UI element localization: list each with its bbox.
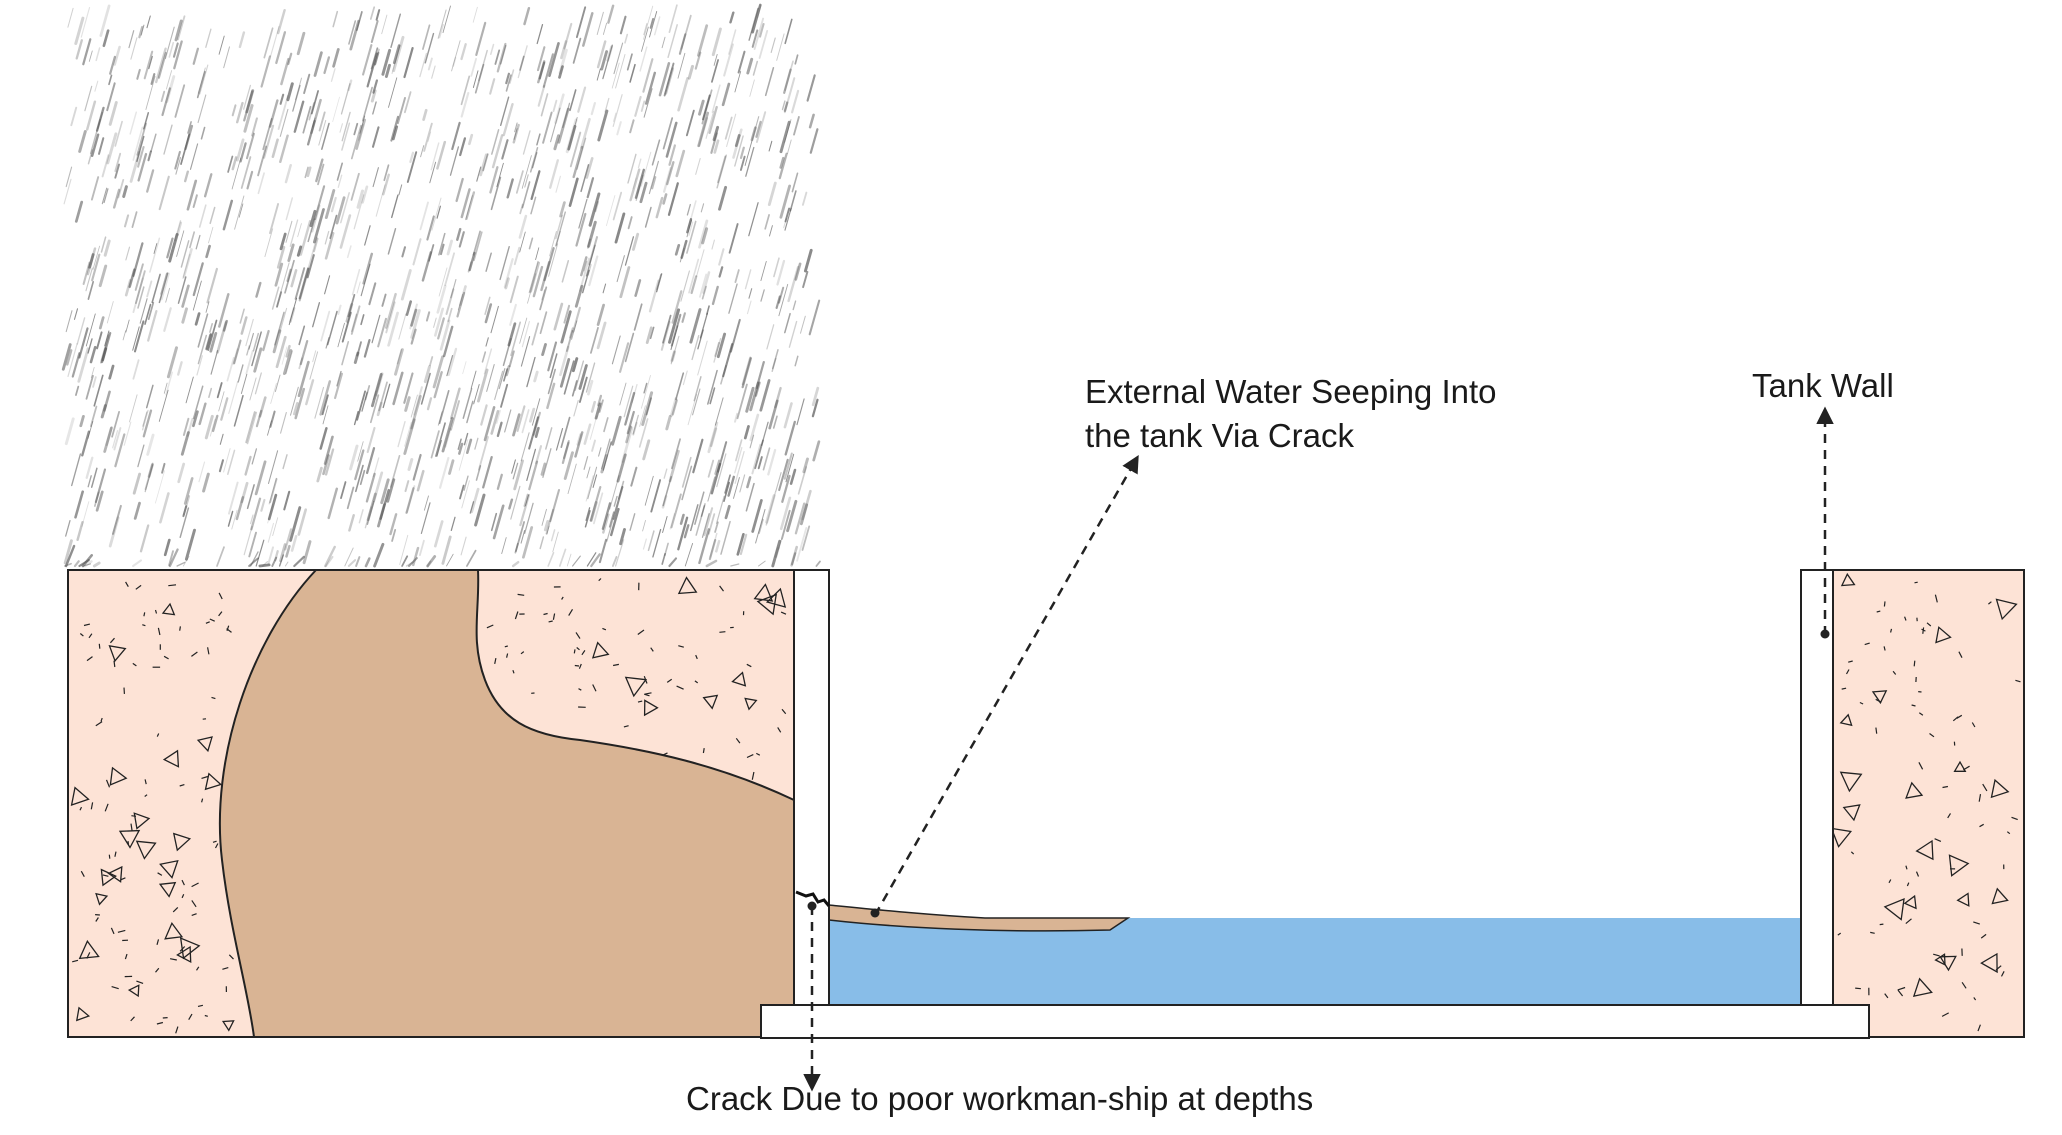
rain-icon	[61, 3, 821, 568]
crack-label: Crack Due to poor workman-ship at depths	[686, 1080, 1314, 1117]
seepage-film	[828, 904, 1131, 932]
tank-wall-right	[1800, 569, 1834, 1006]
tank-wall-left	[793, 569, 830, 1006]
crack-leader-dot	[807, 901, 817, 911]
soil-backfill-right	[1832, 569, 2025, 1038]
seepage-label-line2: the tank Via Crack	[1085, 417, 1355, 454]
seepage-label: External Water Seeping Into the tank Via…	[1085, 370, 1497, 458]
seepage-leader-arrow	[873, 454, 1139, 916]
seepage-plume	[218, 569, 795, 1038]
tank-wall-label: Tank Wall	[1752, 367, 1894, 404]
seepage-leader-dot	[870, 908, 880, 918]
wall-crack	[795, 890, 831, 907]
seepage-label-line1: External Water Seeping Into	[1085, 373, 1497, 410]
tank-base-slab	[760, 1004, 1870, 1039]
tank-water	[829, 918, 1801, 1005]
tank-wall-leader-dot	[1820, 629, 1830, 639]
